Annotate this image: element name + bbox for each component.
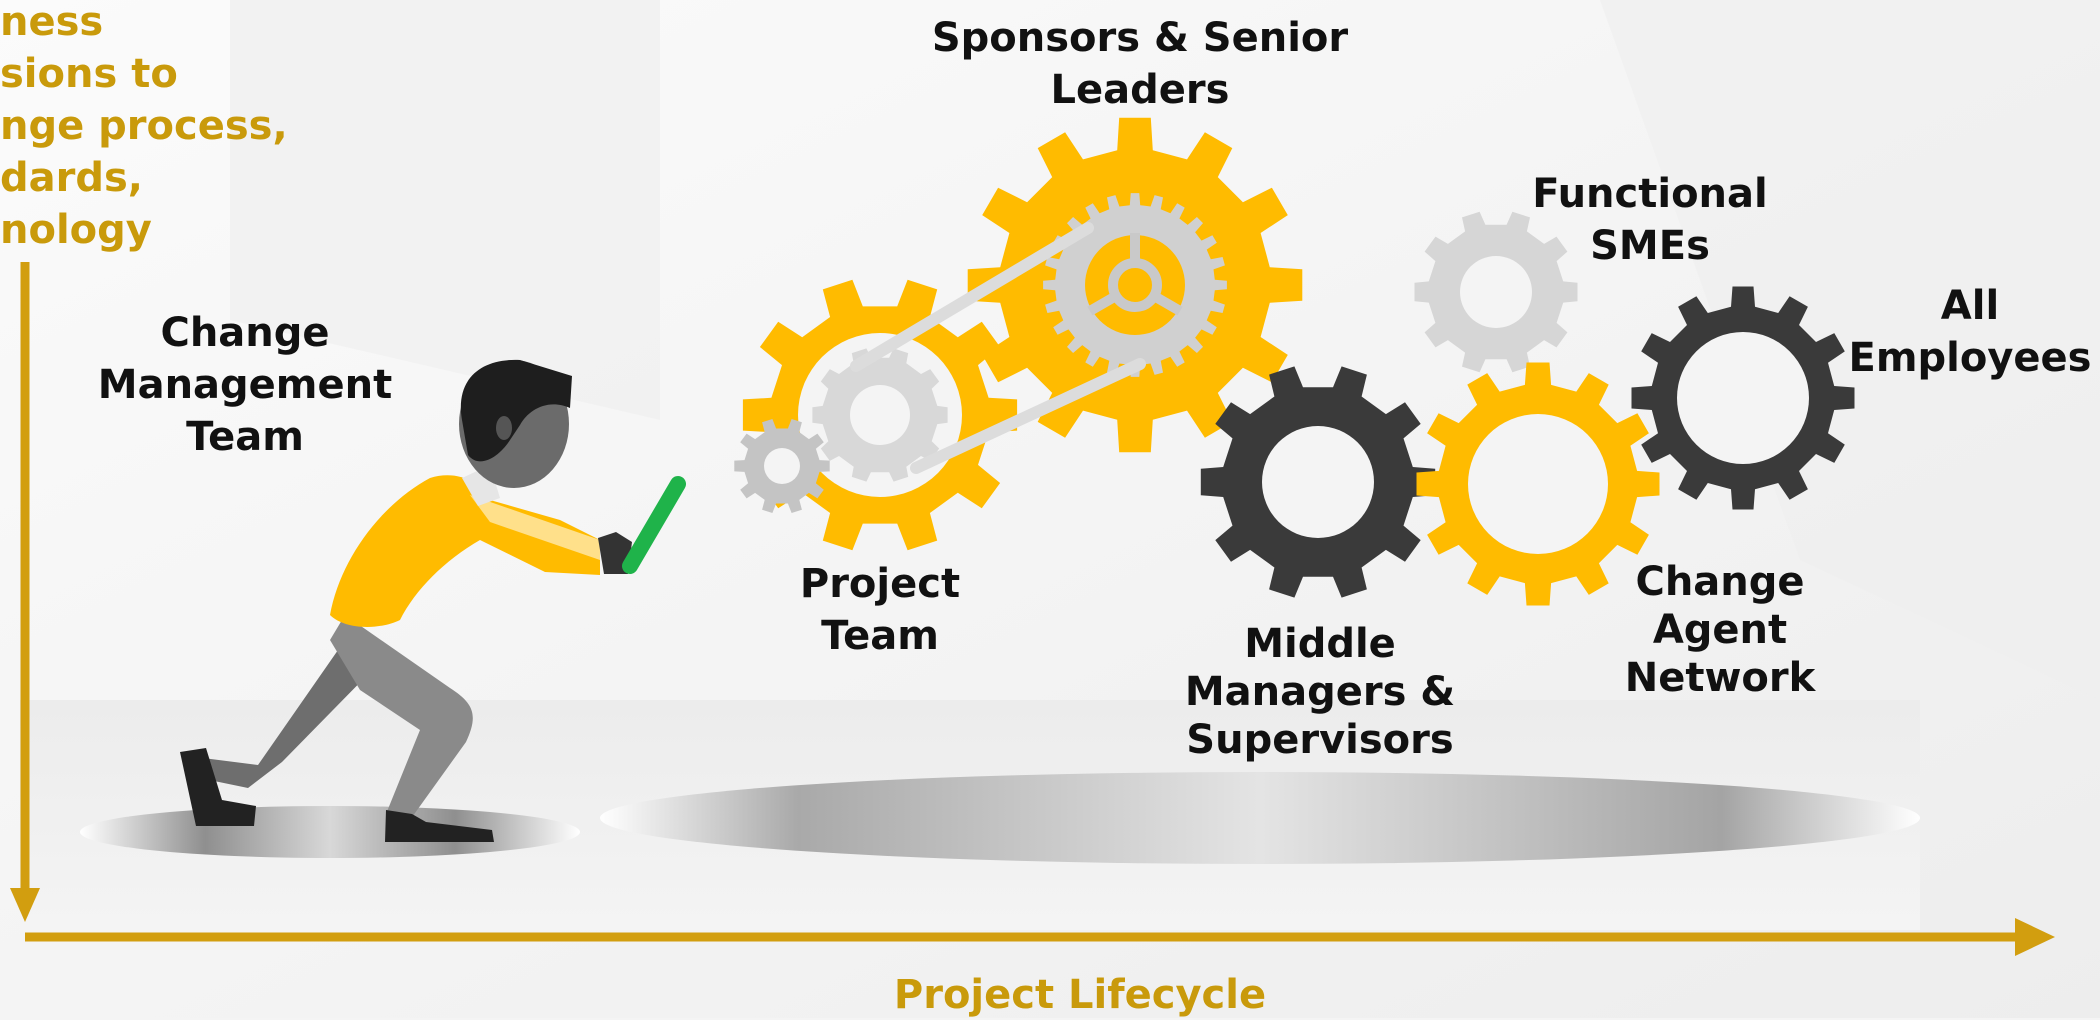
vertical-axis-arrowhead	[10, 888, 40, 922]
person-pushing-icon	[180, 359, 686, 842]
label-all-employees: All Employees	[1848, 283, 2092, 381]
gear-spoke	[1087, 291, 1119, 316]
gears-shadow-disc	[600, 772, 1920, 864]
horizontal-axis-label: Project Lifecycle	[893, 972, 1267, 1018]
gear-icon	[734, 117, 1855, 606]
gear-spoke	[1151, 291, 1183, 316]
vertical-axis-label: ness sions to nge process, dards, nology	[0, 0, 288, 253]
gear-icon-small-hole	[764, 448, 800, 484]
horizontal-axis-arrowhead	[2015, 918, 2055, 956]
belt-line	[910, 358, 1146, 474]
gear-icon-sponsors-inner-hole	[1085, 235, 1185, 335]
belt-line	[850, 222, 1094, 372]
person-shadow-disc	[80, 806, 580, 858]
gear-icon-middle-managers-hole	[1262, 426, 1374, 538]
gear-icon-functional-smes-hole	[1460, 256, 1532, 328]
label-change-management-team: Change Management Team	[97, 310, 393, 460]
gear-icon-project-inner-hole	[850, 385, 910, 445]
baton-icon	[622, 476, 686, 574]
label-change-agent-network: Change Agent Network	[1624, 559, 1816, 701]
gear-icon-all-employees-hole	[1677, 332, 1809, 464]
label-sponsors-senior-leaders: Sponsors & Senior Leaders	[931, 15, 1349, 113]
label-middle-managers-supervisors: Middle Managers & Supervisors	[1184, 621, 1456, 763]
gear-icon-change-agent-hole	[1468, 414, 1608, 554]
label-project-team: Project Team	[799, 561, 961, 659]
label-functional-smes: Functional SMEs	[1532, 171, 1768, 269]
